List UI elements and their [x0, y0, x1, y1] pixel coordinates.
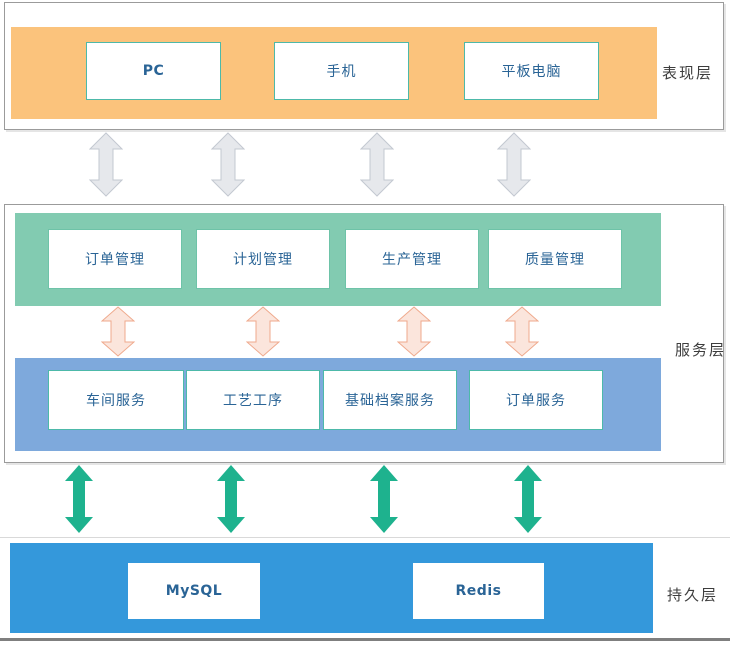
double-arrow-icon: [397, 306, 431, 357]
management-node-order: 订单管理: [48, 229, 182, 289]
double-arrow-icon: [65, 465, 93, 533]
device-node-tablet: 平板电脑: [464, 42, 599, 100]
bottom-rule: [0, 638, 730, 641]
double-arrow-icon: [217, 465, 245, 533]
double-arrow-icon: [246, 306, 280, 357]
device-node-pc: PC: [86, 42, 221, 100]
service-node-order: 订单服务: [469, 370, 603, 430]
double-arrow-icon: [370, 465, 398, 533]
presentation-layer-label: 表现层: [662, 64, 714, 82]
double-arrow-icon: [211, 132, 245, 197]
persistence-band: [10, 543, 653, 633]
double-arrow-icon: [505, 306, 539, 357]
management-node-production: 生产管理: [345, 229, 479, 289]
device-node-mobile: 手机: [274, 42, 409, 100]
service-layer-label: 服务层: [675, 341, 727, 359]
double-arrow-icon: [514, 465, 542, 533]
double-arrow-icon: [101, 306, 135, 357]
double-arrow-icon: [497, 132, 531, 197]
service-node-process: 工艺工序: [186, 370, 320, 430]
store-node-redis: Redis: [413, 563, 544, 619]
double-arrow-icon: [89, 132, 123, 197]
double-arrow-icon: [360, 132, 394, 197]
store-node-mysql: MySQL: [128, 563, 260, 619]
service-node-workshop: 车间服务: [48, 370, 184, 430]
management-node-plan: 计划管理: [196, 229, 330, 289]
persistence-layer-label: 持久层: [667, 586, 719, 604]
management-node-quality: 质量管理: [488, 229, 622, 289]
persistence-top-rule: [0, 537, 730, 538]
service-node-archive: 基础档案服务: [323, 370, 457, 430]
